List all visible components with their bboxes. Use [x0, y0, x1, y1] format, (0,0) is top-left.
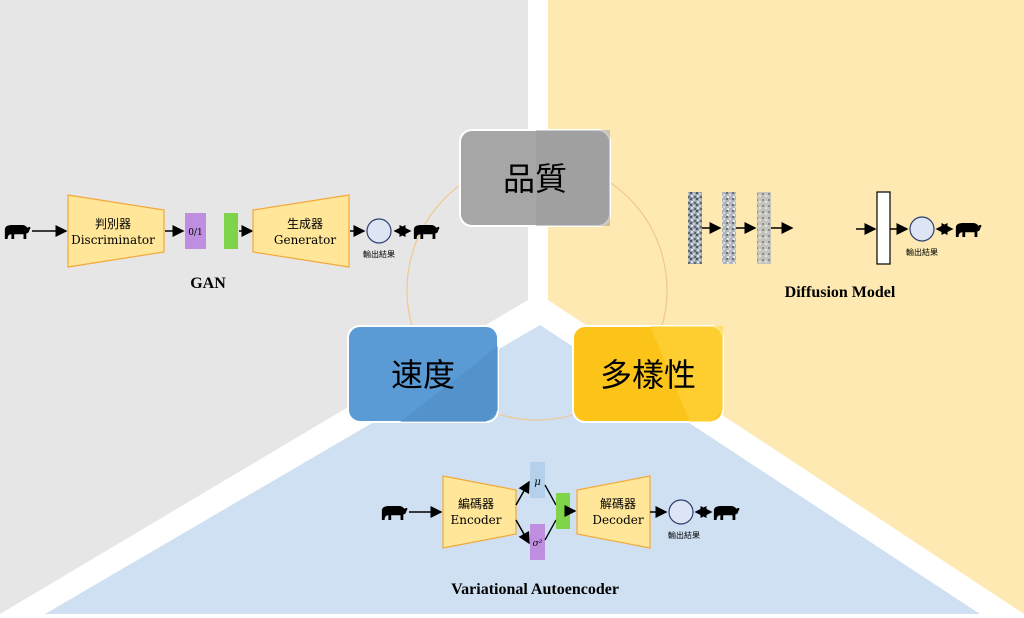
discriminator-cn: 判別器: [95, 217, 131, 231]
discriminator-trapezoid: [67, 194, 165, 268]
diversity-box: 多樣性: [572, 325, 724, 423]
diffusion-output-node: [909, 216, 935, 242]
speed-label: 速度: [391, 356, 455, 394]
binary-label: 0/1: [188, 228, 202, 238]
binary-output-box: [185, 213, 206, 249]
encoder-trapezoid: [442, 475, 517, 549]
mu-box: [530, 462, 545, 498]
latent-vector: [224, 213, 238, 249]
encoder-en: Encoder: [451, 513, 502, 527]
gan-title: GAN: [190, 275, 226, 292]
diversity-label: 多樣性: [600, 356, 696, 394]
gan-output-node: [366, 218, 392, 244]
decoder-cn: 解碼器: [600, 497, 636, 511]
encoder-cn: 編碼器: [458, 496, 494, 511]
quality-box: 品質: [459, 129, 611, 227]
gan-output-label: 輸出結果: [363, 249, 395, 259]
generator-trapezoid: [252, 194, 350, 268]
decoder-trapezoid: [576, 475, 651, 549]
decoder-en: Decoder: [592, 513, 643, 527]
vae-output-label: 輸出結果: [668, 530, 700, 540]
sigma-label: σ²: [533, 539, 543, 549]
vae-diagram: 編碼器 Encoder μ σ² 解碼器 Decoder 輸出結果 Variat…: [381, 462, 740, 598]
noise-image-2: [722, 192, 736, 264]
discriminator-en: Discriminator: [71, 233, 155, 247]
mu-label: μ: [534, 477, 541, 488]
generator-cn: 生成器: [287, 217, 323, 231]
diffusion-region: [548, 0, 1024, 614]
speed-box: 速度: [347, 325, 499, 423]
vae-latent-vector: [556, 493, 570, 529]
diffusion-title: Diffusion Model: [785, 284, 896, 301]
gan-region: [0, 0, 528, 614]
quality-label: 品質: [503, 160, 567, 198]
denoiser-block: [876, 191, 891, 265]
vae-title: Variational Autoencoder: [451, 581, 619, 598]
sigma-box: [530, 524, 545, 560]
noise-image-1: [688, 192, 702, 264]
generator-en: Generator: [274, 233, 336, 247]
vae-output-node: [668, 499, 694, 525]
gan-diagram: 判別器 Discriminator 0/1 生成器 Generator 輸出結果…: [4, 194, 440, 292]
diffusion-output-label: 輸出結果: [906, 247, 938, 257]
diffusion-diagram: 輸出結果 Diffusion Model: [688, 191, 982, 301]
vae-region: [45, 325, 980, 614]
noise-image-3: [757, 192, 771, 264]
